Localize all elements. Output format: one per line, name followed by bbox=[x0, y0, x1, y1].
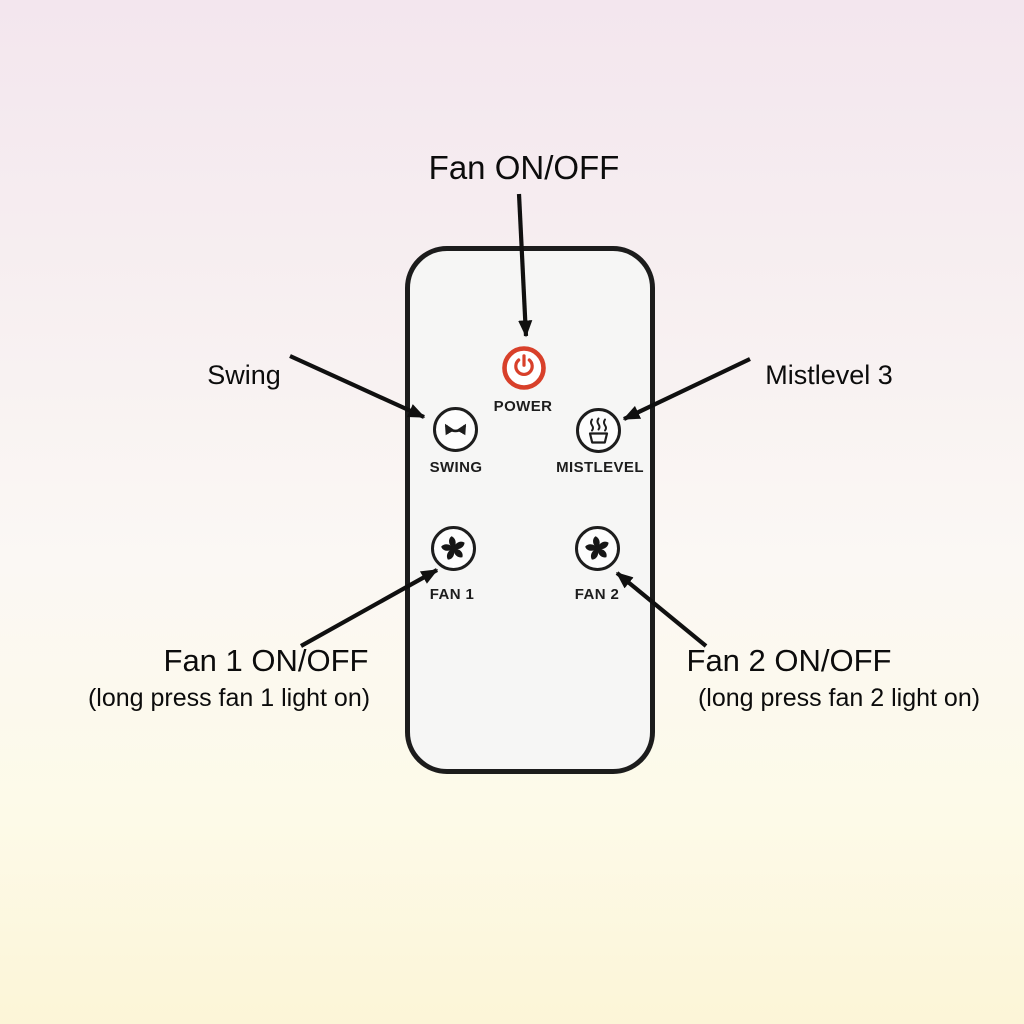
remote-control-body: POWER SWING MIST bbox=[405, 246, 655, 774]
annotation-mistlevel: Mistlevel 3 bbox=[765, 360, 893, 390]
mist-steam-icon bbox=[576, 408, 621, 453]
annotation-swing: Swing bbox=[207, 360, 281, 390]
mistlevel-button-label: MISTLEVEL bbox=[556, 459, 644, 476]
power-icon bbox=[502, 346, 546, 390]
swing-oscillate-icon bbox=[433, 407, 478, 452]
fan2-button-label: FAN 2 bbox=[574, 586, 620, 603]
power-button-label: POWER bbox=[493, 398, 553, 415]
arrow-to-swing-button bbox=[289, 354, 426, 419]
annotation-fan1-title: Fan 1 ON/OFF bbox=[163, 643, 369, 678]
fan2-button[interactable] bbox=[574, 525, 621, 572]
annotation-fan2-note: (long press fan 2 light on) bbox=[697, 684, 981, 712]
power-button[interactable] bbox=[501, 345, 547, 391]
fan-blades-icon bbox=[575, 526, 620, 571]
fan-blades-icon bbox=[431, 526, 476, 571]
annotation-fan1-note: (long press fan 1 light on) bbox=[87, 684, 371, 712]
fan1-button-label: FAN 1 bbox=[429, 586, 475, 603]
swing-button[interactable] bbox=[432, 406, 479, 453]
fan1-button[interactable] bbox=[430, 525, 477, 572]
swing-button-label: SWING bbox=[429, 459, 483, 476]
annotation-fan2-title: Fan 2 ON/OFF bbox=[686, 643, 892, 678]
annotation-fan-on-off: Fan ON/OFF bbox=[428, 149, 620, 186]
mistlevel-button[interactable] bbox=[575, 407, 622, 454]
